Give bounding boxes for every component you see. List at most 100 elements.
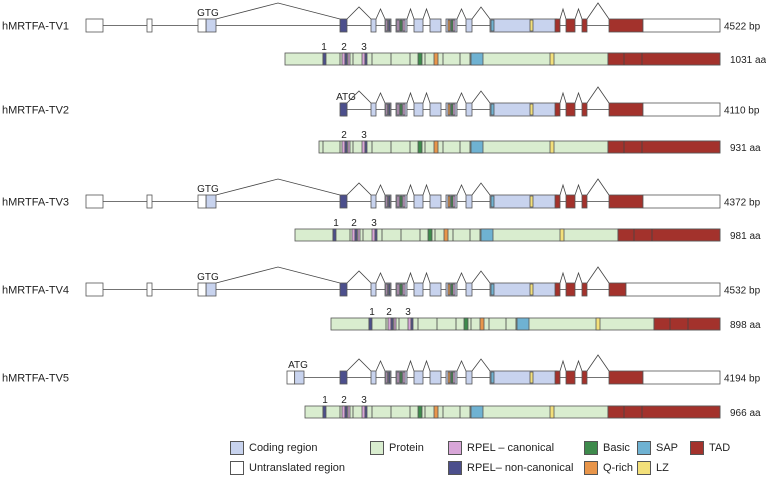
intron-caret (422, 359, 431, 372)
protein-domain (322, 52, 327, 66)
protein-domain (393, 317, 397, 331)
utr-3prime (642, 370, 721, 385)
exon-domain-stripe (452, 19, 456, 32)
tad-exon (608, 18, 644, 33)
protein-domain (470, 140, 484, 154)
intron-caret (471, 90, 491, 104)
protein-domain (417, 140, 423, 154)
protein-domain (410, 317, 414, 331)
protein-domain (344, 140, 348, 154)
protein-domain (364, 52, 368, 66)
intron-caret (471, 358, 491, 372)
exon-domain-stripe (490, 19, 495, 32)
protein-domain (417, 405, 423, 419)
legend-swatch-protein (370, 441, 384, 455)
intron-caret (559, 183, 567, 196)
legend-item-lz: LZ (637, 460, 669, 476)
protein-domain (427, 228, 433, 242)
coding-exon (339, 370, 348, 385)
coding-exon (384, 370, 392, 385)
rpel-number: 1 (321, 42, 327, 53)
intron-caret (375, 8, 386, 20)
rpel-number: 3 (405, 307, 411, 318)
protein-domain (433, 52, 439, 66)
intron-caret (346, 270, 372, 284)
intron-caret (574, 7, 583, 20)
utr-exon (286, 370, 296, 385)
legend-item-coding: Coding region (230, 440, 318, 456)
protein-length: 898 aa (730, 320, 761, 331)
start-codon-label: ATG (288, 360, 308, 371)
coding-exon (370, 18, 377, 33)
exon-domain-stripe (399, 19, 403, 32)
utr-exon (146, 18, 153, 33)
protein-length: 931 aa (730, 143, 761, 154)
intron-caret (586, 178, 610, 196)
legend-swatch-basic (584, 441, 598, 455)
coding-exon (429, 282, 442, 297)
intron-caret (471, 6, 491, 20)
exon-domain-stripe (388, 195, 391, 208)
transcript-length: 4522 bp (724, 22, 761, 33)
protein-domain (368, 317, 373, 331)
protein-tad (607, 52, 721, 66)
tad-exon (554, 282, 561, 297)
legend-item-tad: TAD (690, 440, 730, 456)
protein-domain (344, 405, 348, 419)
protein-domain (347, 140, 351, 154)
utr-exon (197, 18, 207, 33)
transcript-length: 4532 bp (724, 286, 761, 297)
protein-domain (433, 140, 439, 154)
tad-exon (565, 194, 576, 209)
transcript-label: hMRTFA-TV1 (2, 21, 69, 33)
intron-caret (406, 359, 415, 372)
coding-exon (429, 102, 442, 117)
protein-domain (344, 52, 348, 66)
protein-domain (361, 405, 366, 419)
exon-domain-stripe (452, 195, 456, 208)
transcript-label: hMRTFA-TV2 (2, 105, 69, 117)
legend: Coding region Untranslated region Protei… (230, 440, 766, 480)
intron-caret (559, 91, 567, 104)
coding-exon (370, 282, 377, 297)
exon-domain-stripe (399, 103, 403, 116)
rpel-number: 3 (361, 395, 367, 406)
exon-domain-stripe (388, 371, 391, 384)
transcript-label: hMRTFA-TV4 (2, 285, 69, 297)
protein-domain (443, 228, 449, 242)
intron-caret (574, 271, 583, 284)
utr-exon (146, 194, 153, 209)
exon-domain-stripe (399, 283, 403, 296)
protein-domain (549, 405, 555, 419)
coding-exon (339, 102, 348, 117)
exon-domain-stripe (529, 283, 534, 296)
legend-swatch-coding (230, 441, 244, 455)
tad-exon (608, 194, 644, 209)
protein-domain (390, 317, 394, 331)
exon-domain-stripe (452, 283, 456, 296)
utr-exon (85, 282, 104, 297)
rpel-number: 1 (369, 307, 375, 318)
protein-tad (653, 317, 721, 331)
coding-exon (465, 18, 473, 33)
coding-exon (294, 370, 305, 385)
legend-swatch-lz (637, 461, 651, 475)
utr-exon (197, 194, 207, 209)
utr-exon (85, 18, 104, 33)
coding-exon (205, 282, 217, 297)
protein-domain (371, 228, 376, 242)
coding-exon (413, 102, 424, 117)
rpel-number: 2 (386, 307, 392, 318)
exon-domain-stripe (490, 371, 495, 384)
protein-domain (480, 228, 494, 242)
intron-caret (406, 91, 415, 104)
intron-caret (375, 360, 386, 372)
coding-exon (413, 18, 424, 33)
exon-domain-stripe (402, 195, 406, 208)
tad-exon (554, 370, 561, 385)
intron-caret (456, 8, 467, 20)
protein-tad (617, 228, 721, 242)
intron-caret (586, 2, 610, 20)
protein-domain (516, 317, 530, 331)
tad-exon (565, 370, 576, 385)
